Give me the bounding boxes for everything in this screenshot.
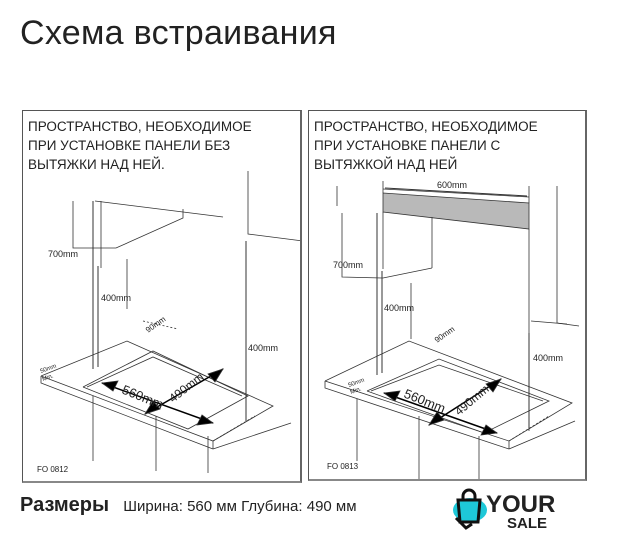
label-490mm: 490mm xyxy=(166,370,206,406)
dimensions-label: Размеры xyxy=(20,494,110,516)
installation-drawing: 600mm 700mm 400mm 400mm 90mm 50mm Min. 5… xyxy=(324,180,580,479)
caption: ПРОСТРАНСТВО, НЕОБХОДИМОЕ ПРИ УСТАНОВКЕ … xyxy=(28,117,252,174)
label-min: Min. xyxy=(350,386,363,396)
caption-line: ПРОСТРАНСТВО, НЕОБХОДИМОЕ xyxy=(28,119,252,134)
label-50mm: 50mm xyxy=(40,364,58,375)
logo-text-sale: SALE xyxy=(507,515,547,530)
label-50mm: 50mm xyxy=(348,378,366,389)
page-title: Схема встраивания xyxy=(20,14,337,52)
diagram-with-hood: ПРОСТРАНСТВО, НЕОБХОДИМОЕ ПРИ УСТАНОВКЕ … xyxy=(308,110,587,481)
label-700mm: 700mm xyxy=(333,260,363,270)
caption: ПРОСТРАНСТВО, НЕОБХОДИМОЕ ПРИ УСТАНОВКЕ … xyxy=(314,117,538,174)
diagram-without-hood: ПРОСТРАНСТВО, НЕОБХОДИМОЕ ПРИ УСТАНОВКЕ … xyxy=(22,110,302,483)
label-min: Min. xyxy=(42,373,55,383)
label-600mm: 600mm xyxy=(437,180,467,190)
caption-line: ВЫТЯЖКОЙ НАД НЕЙ xyxy=(314,157,458,172)
label-700mm: 700mm xyxy=(48,249,78,259)
logo-text-your: YOUR xyxy=(486,491,555,518)
label-560mm: 560mm xyxy=(120,382,166,412)
caption-line: ПРИ УСТАНОВКЕ ПАНЕЛИ БЕЗ xyxy=(28,138,231,153)
figure-code: FO 0812 xyxy=(37,465,69,474)
label-490mm: 490mm xyxy=(452,382,492,418)
width-value: Ширина: 560 мм xyxy=(123,498,237,515)
caption-line: ВЫТЯЖКИ НАД НЕЙ. xyxy=(28,157,165,172)
caption-line: ПРИ УСТАНОВКЕ ПАНЕЛИ С xyxy=(314,138,501,153)
caption-line: ПРОСТРАНСТВО, НЕОБХОДИМОЕ xyxy=(314,119,538,134)
figure-code: FO 0813 xyxy=(327,462,359,471)
label-400mm-hood: 400mm xyxy=(384,303,414,313)
installation-drawing: 700mm 400mm 400mm 90mm 50mm Min. 560mm 4… xyxy=(37,171,300,474)
label-90mm: 90mm xyxy=(433,324,457,344)
label-400mm-wall: 400mm xyxy=(248,343,278,353)
dimensions-footer: Размеры Ширина: 560 мм Глубина: 490 мм xyxy=(20,494,438,517)
depth-value: Глубина: 490 мм xyxy=(241,498,357,515)
label-400mm-wall: 400mm xyxy=(533,353,563,363)
label-400mm-hood: 400mm xyxy=(101,293,131,303)
shopping-bag-icon: YOUR SALE xyxy=(453,488,555,530)
label-90mm: 90mm xyxy=(144,314,168,334)
